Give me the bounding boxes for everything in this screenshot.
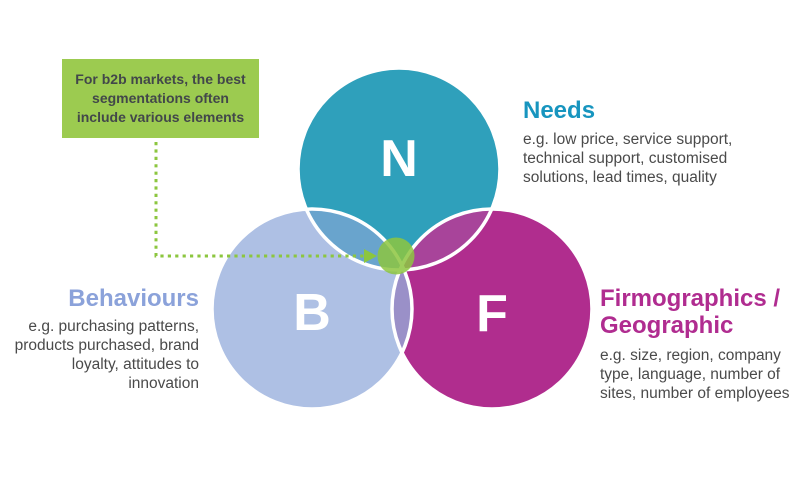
callout-text: For b2b markets, the best segmentations … (75, 71, 246, 125)
needs-body: e.g. low price, service support, technic… (523, 131, 733, 186)
behaviours-body: e.g. purchasing patterns, products purch… (14, 318, 199, 392)
needs-title: Needs (523, 97, 596, 124)
dotted-connector-line (154, 142, 364, 258)
firmographics-label-block: Firmographics / Geographic e.g. size, re… (600, 285, 800, 403)
firmographics-circle-outline (390, 207, 594, 411)
behaviours-title: Behaviours (68, 285, 199, 312)
callout-box: For b2b markets, the best segmentations … (62, 59, 259, 138)
overlap-needs-behaviours (298, 209, 412, 270)
firmographics-letter: F (476, 285, 508, 343)
firmographics-title: Firmographics / Geographic (600, 285, 781, 339)
firmographics-body: e.g. size, region, company type, languag… (600, 347, 790, 402)
behaviours-label-block: Behaviours e.g. purchasing patterns, pro… (5, 285, 199, 393)
behaviours-circle-outline (210, 207, 414, 411)
behaviours-letter: B (293, 284, 331, 342)
needs-label-block: Needs e.g. low price, service support, t… (523, 97, 773, 187)
center-intersection-dot (377, 237, 415, 275)
needs-letter: N (380, 130, 418, 188)
arrowhead-icon (364, 249, 377, 263)
